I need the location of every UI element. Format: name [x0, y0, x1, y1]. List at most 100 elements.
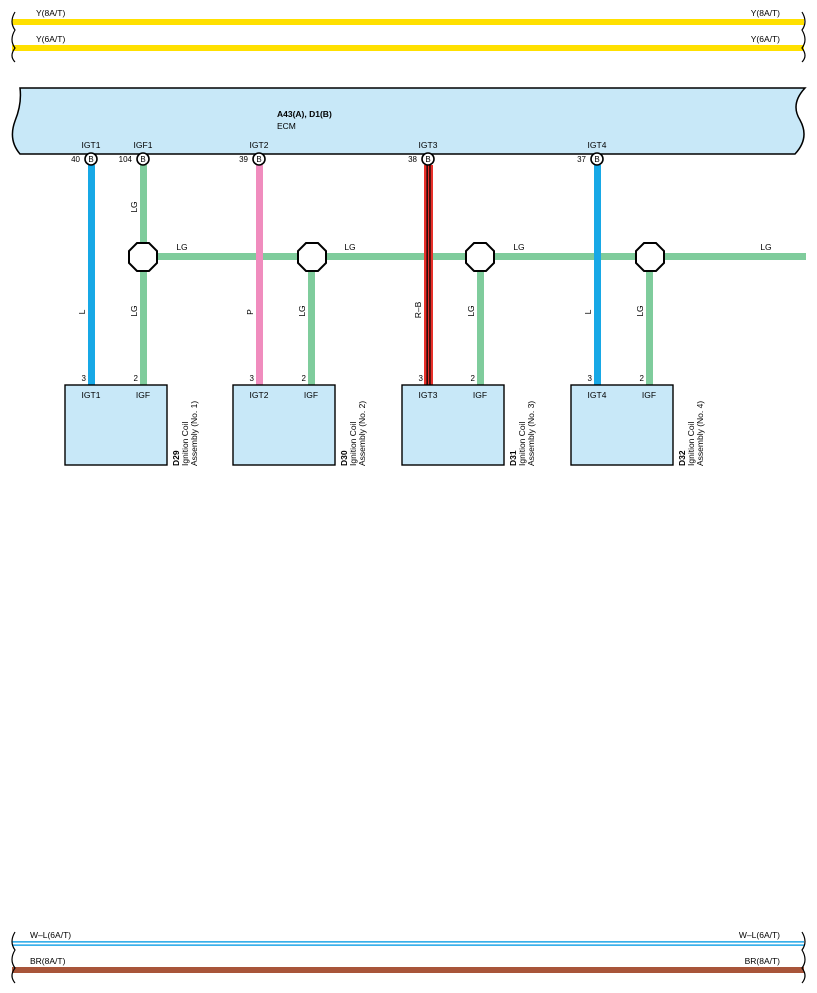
- break-mark-bottom-left: [11, 931, 16, 984]
- coil-box: [64, 384, 168, 466]
- wire-igf-drop-4-label: LG: [635, 305, 645, 316]
- ecm-pin-igt2-name: IGT2: [250, 140, 269, 150]
- wire-igt1-label: L: [77, 309, 87, 314]
- wire-y6-label-right: Y(6A/T): [751, 34, 780, 44]
- coil-name: Ignition Coil: [517, 421, 527, 466]
- ecm-terminal-igt4: B 37: [577, 152, 604, 166]
- ecm-terminal-igt3: B 38: [408, 152, 435, 166]
- coil-id: D30: [339, 450, 349, 466]
- wire-igt2: [256, 165, 263, 385]
- wire-igf-drop-4: [646, 266, 653, 385]
- terminal-pin-number: 40: [71, 155, 80, 164]
- wire-igt3-stripe-b: [429, 165, 431, 385]
- coil-name-2: Assembly (No. 3): [526, 401, 536, 466]
- splice-junction-3: [465, 242, 495, 272]
- wire-igt3-label: R–B: [413, 301, 423, 318]
- coil-pin-igf: IGF: [473, 390, 487, 400]
- coil-box: [401, 384, 505, 466]
- wire-y6-label-left: Y(6A/T): [36, 34, 65, 44]
- break-mark-top-right: [801, 11, 806, 63]
- terminal-conn-letter: B: [140, 155, 145, 164]
- wire-igt4: [594, 165, 601, 385]
- coil-name: Ignition Coil: [686, 421, 696, 466]
- coil-pin-num-igt: 3: [588, 374, 593, 383]
- coil-pin-igt: IGT3: [419, 390, 438, 400]
- terminal-circle: [421, 152, 435, 166]
- wire-igf-bus-label-2: LG: [344, 242, 355, 252]
- wire-igf-drop-2: [308, 266, 315, 385]
- wire-igf1-top: [140, 165, 147, 245]
- wire-br8-line: [12, 967, 804, 973]
- coil-box: [232, 384, 336, 466]
- ecm-name-label: ECM: [277, 121, 296, 131]
- coil-pin-igt: IGT4: [588, 390, 607, 400]
- coil-caption: D30 Ignition Coil Assembly (No. 2): [339, 401, 367, 466]
- wire-igf-bus-label-3: LG: [513, 242, 524, 252]
- coil-name: Ignition Coil: [180, 421, 190, 466]
- wire-igf-drop-2-label: LG: [297, 305, 307, 316]
- coil-pin-num-igf: 2: [640, 374, 645, 383]
- wire-br8-label-left: BR(8A/T): [30, 956, 66, 966]
- coil-pin-num-igf: 2: [302, 374, 307, 383]
- wire-wl6-label-right: W–L(6A/T): [739, 930, 780, 940]
- terminal-circle: [590, 152, 604, 166]
- wire-wl6-label-left: W–L(6A/T): [30, 930, 71, 940]
- coil-caption: D32 Ignition Coil Assembly (No. 4): [677, 401, 705, 466]
- coil-box: [570, 384, 674, 466]
- bottom-wire-wl6: W–L(6A/T) W–L(6A/T): [12, 930, 804, 946]
- coil-d30: 3 2 IGT2 IGF D30 Ignition Coil Assembly …: [232, 374, 367, 466]
- wire-igf-drop-1: [140, 266, 147, 385]
- wire-igf1-top-label: LG: [129, 201, 139, 212]
- terminal-pin-number: 39: [239, 155, 248, 164]
- coil-name-2: Assembly (No. 1): [189, 401, 199, 466]
- terminal-circle: [84, 152, 98, 166]
- wire-wl6-inner: [12, 942, 804, 945]
- ecm-pin-igf1-name: IGF1: [134, 140, 153, 150]
- top-wire-y8: Y(8A/T) Y(8A/T): [12, 8, 804, 25]
- wire-igt4-label: L: [583, 309, 593, 314]
- coil-pin-num-igt: 3: [82, 374, 87, 383]
- wire-igt3: [424, 165, 433, 385]
- ecm-terminal-igt2: B 39: [239, 152, 266, 166]
- break-mark-top-left: [11, 11, 16, 63]
- coil-name-2: Assembly (No. 4): [695, 401, 705, 466]
- wire-igf-bus-label-4: LG: [760, 242, 771, 252]
- wire-igt3-stripe-a: [426, 165, 428, 385]
- coil-d32: 3 2 IGT4 IGF D32 Ignition Coil Assembly …: [570, 374, 705, 466]
- terminal-circle: [136, 152, 150, 166]
- wire-y8-label-left: Y(8A/T): [36, 8, 65, 18]
- coil-id: D31: [508, 450, 518, 466]
- coil-pin-num-igf: 2: [134, 374, 139, 383]
- ecm-block: A43(A), D1(B) ECM IGT1 IGF1 IGT2 IGT3 IG…: [11, 87, 807, 155]
- top-wire-y6: Y(6A/T) Y(6A/T): [12, 34, 804, 51]
- terminal-conn-letter: B: [88, 155, 93, 164]
- splice-junction-2: [297, 242, 327, 272]
- wire-igf-drop-1-label: LG: [129, 305, 139, 316]
- terminal-pin-number: 104: [119, 155, 133, 164]
- wire-igf-bus-label-1: LG: [176, 242, 187, 252]
- wire-y8-line: [12, 19, 804, 25]
- wire-igt2-label: P: [245, 309, 255, 315]
- coil-name: Ignition Coil: [348, 421, 358, 466]
- break-mark-bottom-right: [801, 931, 806, 984]
- coil-pin-num-igt: 3: [250, 374, 255, 383]
- terminal-pin-number: 37: [577, 155, 586, 164]
- terminal-pin-number: 38: [408, 155, 417, 164]
- ecm-terminal-igt1: B 40: [71, 152, 98, 166]
- ecm-pin-igt4-name: IGT4: [588, 140, 607, 150]
- terminal-conn-letter: B: [425, 155, 430, 164]
- terminal-conn-letter: B: [256, 155, 261, 164]
- coil-name-2: Assembly (No. 2): [357, 401, 367, 466]
- terminal-circle: [252, 152, 266, 166]
- coil-d29: 3 2 IGT1 IGF D29 Ignition Coil Assembly …: [64, 374, 199, 466]
- ecm-connector-label: A43(A), D1(B): [277, 109, 332, 119]
- wire-y8-label-right: Y(8A/T): [751, 8, 780, 18]
- coil-pin-igf: IGF: [136, 390, 150, 400]
- coil-pin-igf: IGF: [304, 390, 318, 400]
- coil-caption: D31 Ignition Coil Assembly (No. 3): [508, 401, 536, 466]
- coil-pin-igt: IGT2: [250, 390, 269, 400]
- splice-junction-1: [128, 242, 158, 272]
- ecm-terminal-igf1: B 104: [119, 152, 150, 166]
- splice-junction-4: [635, 242, 665, 272]
- wire-igt1: [88, 165, 95, 385]
